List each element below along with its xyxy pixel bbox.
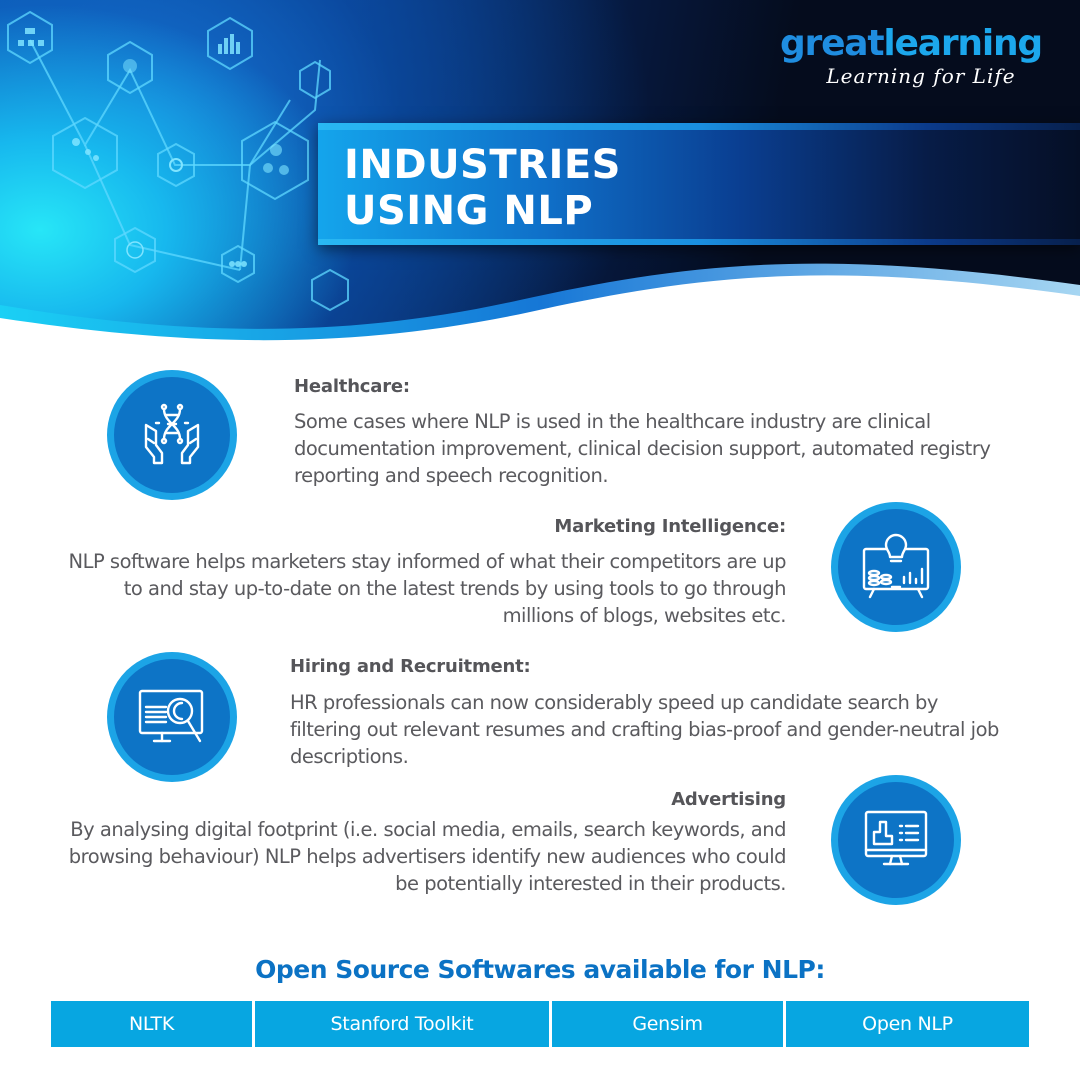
- page-title-line-2: USING NLP: [344, 188, 594, 234]
- oss-item-gensim: Gensim: [552, 1001, 783, 1047]
- oss-item-open-nlp: Open NLP: [786, 1001, 1029, 1047]
- header-wave: [0, 263, 1080, 370]
- header-banner: greatlearning Learning for Life INDUSTRI…: [0, 0, 1080, 370]
- section-body-marketing: NLP software helps marketers stay inform…: [68, 550, 787, 627]
- marketing-icon-circle: [831, 502, 961, 632]
- healthcare-icon-circle: [107, 370, 237, 500]
- oss-item-stanford-toolkit: Stanford Toolkit: [255, 1001, 549, 1047]
- section-title-marketing: Marketing Intelligence:: [554, 516, 786, 537]
- monitor-chart-icon: [864, 810, 928, 866]
- hexagon-network-graphic: [7, 10, 349, 312]
- hiring-icon-circle: [107, 652, 237, 782]
- logo-learning: learning: [883, 23, 1043, 64]
- dna-hands-icon: [144, 403, 200, 465]
- section-body-hiring: HR professionals can now considerably sp…: [290, 691, 999, 768]
- open-source-title: Open Source Softwares available for NLP:: [255, 955, 825, 984]
- section-title-healthcare: Healthcare:: [294, 376, 410, 397]
- monitor-search-icon: [138, 689, 204, 743]
- greatlearning-logo: greatlearning Learning for Life: [779, 23, 1043, 89]
- section-body-advertising: By analysing digital footprint (i.e. soc…: [68, 818, 787, 895]
- oss-item-nltk: NLTK: [51, 1001, 252, 1047]
- open-source-table: NLTK Stanford Toolkit Gensim Open NLP: [51, 1001, 1029, 1047]
- section-body-healthcare: Some cases where NLP is used in the heal…: [294, 410, 991, 487]
- section-title-advertising: Advertising: [671, 789, 786, 810]
- logo-wordmark: greatlearning: [779, 23, 1043, 64]
- advertising-icon-circle: [831, 775, 961, 905]
- monitor-lightbulb-icon: [862, 533, 930, 599]
- page-title-box: INDUSTRIES USING NLP: [318, 123, 1080, 245]
- section-title-hiring: Hiring and Recruitment:: [290, 656, 531, 677]
- logo-tagline: Learning for Life: [826, 64, 1016, 88]
- page-title-line-1: INDUSTRIES: [344, 142, 621, 188]
- logo-great: great: [779, 23, 885, 64]
